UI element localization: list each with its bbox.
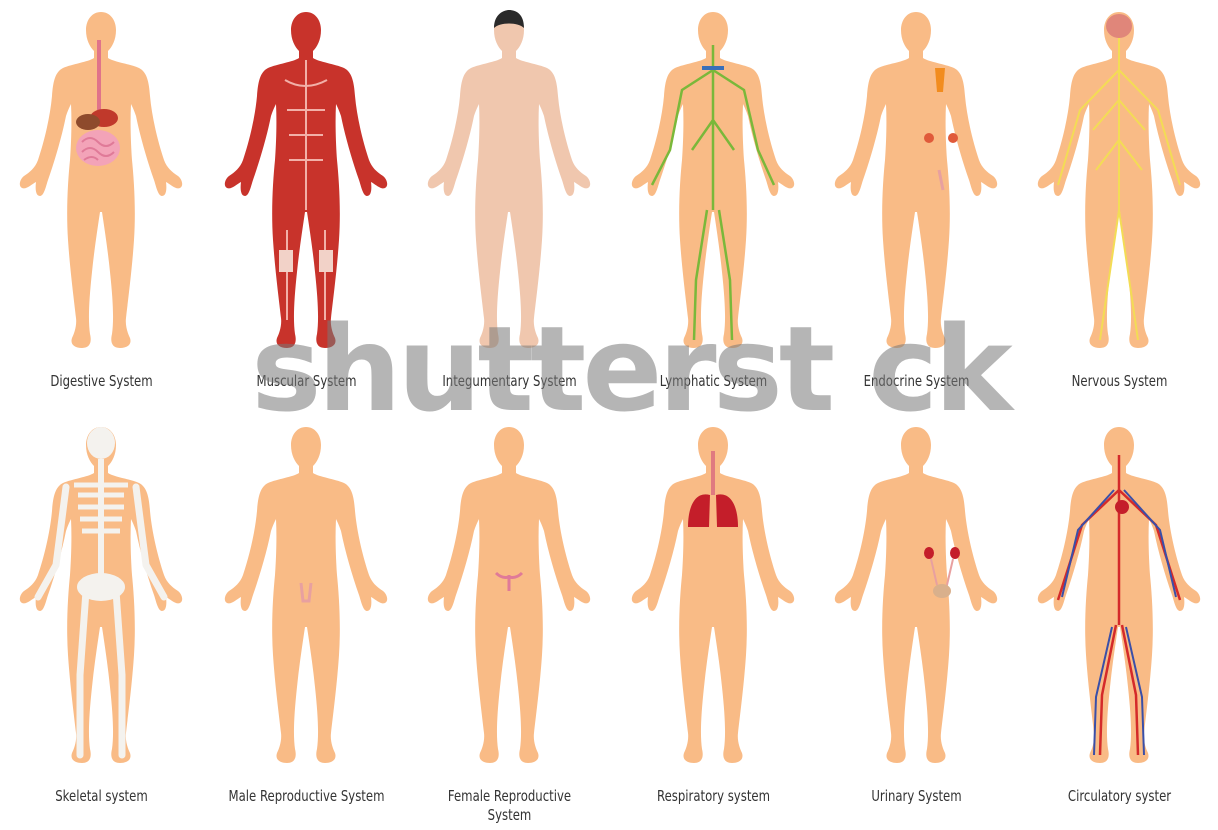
circulatory-system-figure (1018, 415, 1218, 785)
male-reproductive-system-figure (205, 415, 408, 785)
nervous-system-figure (1018, 0, 1218, 370)
system-label: Integumentary System (430, 372, 588, 391)
digestive-system-figure (0, 0, 203, 370)
female-reproductive-system-figure (408, 415, 611, 785)
lymphatic-system-figure (612, 0, 815, 370)
system-label: Respiratory system (634, 787, 792, 806)
respiratory-system-figure (612, 415, 815, 785)
system-label: Male Reproductive System (227, 787, 385, 806)
system-label: Digestive System (22, 372, 180, 391)
system-card-female-reproductive: Female Reproductive System (408, 415, 611, 825)
system-card-muscular: Muscular System (205, 0, 408, 410)
integumentary-system-figure (408, 0, 611, 370)
urinary-system-figure (815, 415, 1018, 785)
system-label: Circulatory syster (1040, 787, 1198, 806)
system-label: Endocrine System (837, 372, 995, 391)
system-card-circulatory: Circulatory syster (1018, 415, 1218, 825)
system-label: Skeletal system (22, 787, 180, 806)
system-label: Lymphatic System (634, 372, 792, 391)
muscular-system-figure (205, 0, 408, 370)
system-card-respiratory: Respiratory system (612, 415, 815, 825)
system-label: Urinary System (837, 787, 995, 806)
system-label: Nervous System (1040, 372, 1198, 391)
endocrine-system-figure (815, 0, 1018, 370)
system-label: Female Reproductive System (430, 787, 588, 825)
system-card-urinary: Urinary System (815, 415, 1018, 825)
system-card-endocrine: Endocrine System (815, 0, 1018, 410)
skeletal-system-figure (0, 415, 203, 785)
system-label: Muscular System (227, 372, 385, 391)
system-card-skeletal: Skeletal system (0, 415, 203, 825)
system-card-nervous: Nervous System (1018, 0, 1218, 410)
system-card-integumentary: Integumentary System (408, 0, 611, 410)
system-card-male-reproductive: Male Reproductive System (205, 415, 408, 825)
system-card-digestive: Digestive System (0, 0, 203, 410)
system-card-lymphatic: Lymphatic System (612, 0, 815, 410)
